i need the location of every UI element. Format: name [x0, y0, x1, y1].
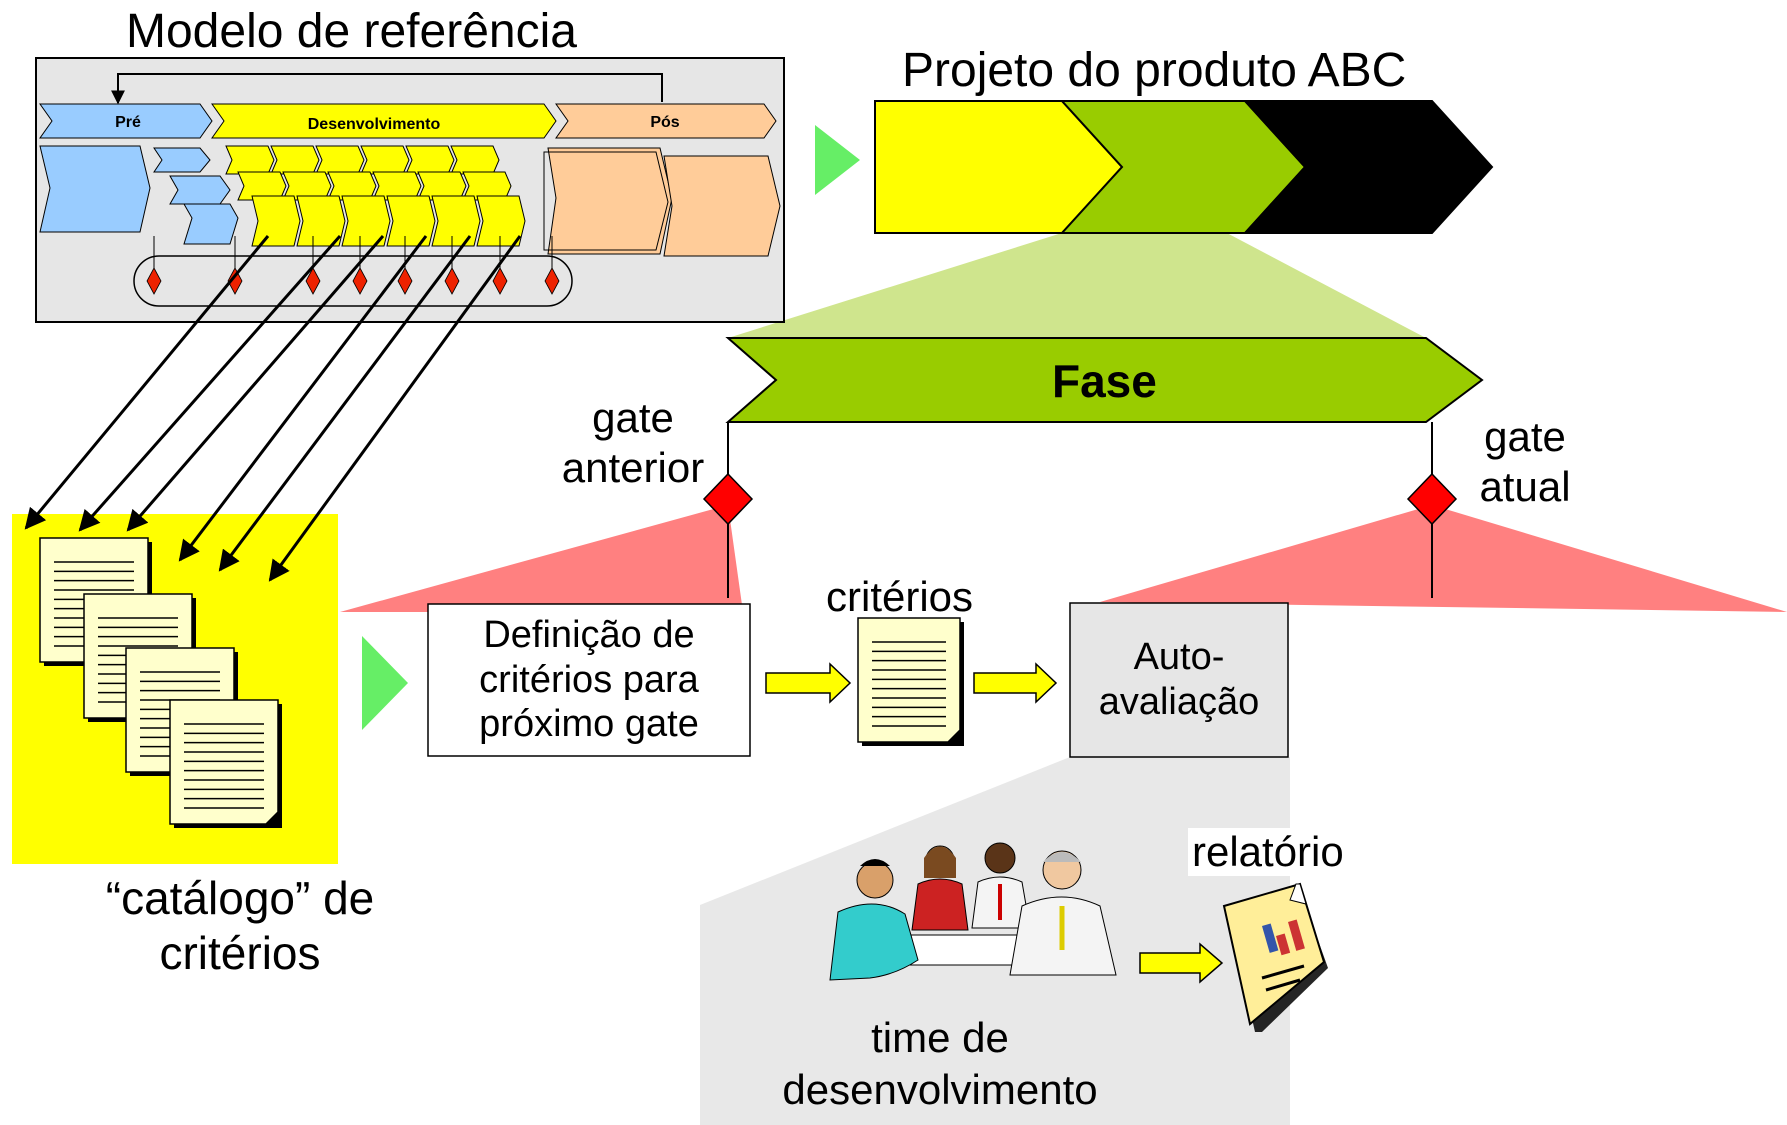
document-icon: [857, 617, 964, 746]
dev-activity-chevron: [270, 145, 320, 175]
dev-activity-chevron: [360, 145, 410, 175]
dev-activity-chevron: [476, 195, 526, 247]
pos-phase-chevron: [555, 103, 777, 139]
reference-model-panel: [35, 57, 785, 323]
mapping-arrows: [24, 235, 522, 582]
project-chevrons: [874, 100, 1494, 234]
pos-label: Pós: [650, 114, 679, 131]
definition-box: [427, 603, 751, 757]
green-arrow-middle: [362, 636, 408, 730]
reference-model-title: Modelo de referência: [126, 5, 577, 58]
gate-atual-label: gate atual: [1479, 412, 1571, 510]
self-assessment-text: Auto- avaliação: [1098, 636, 1260, 723]
reference-gates: [146, 236, 560, 295]
catalog-documents: [39, 537, 282, 828]
document-icon: [169, 699, 282, 828]
criteria-label: critérios: [826, 573, 974, 620]
gate-anterior-cone: [340, 505, 743, 612]
dev-activity-chevron: [405, 145, 455, 175]
dev-activity-chevron: [386, 195, 436, 247]
reference-gate-diamond: [397, 267, 413, 295]
mapping-arrow: [126, 235, 385, 532]
mapping-arrow: [218, 235, 472, 572]
desenvolvimento-label: Desenvolvimento: [308, 116, 441, 133]
mapping-arrow: [268, 235, 522, 582]
reference-gate-diamond: [227, 267, 243, 295]
dev-activity-chevron: [431, 195, 481, 247]
reference-gate-diamond: [305, 267, 321, 295]
dev-activity-chevron: [315, 145, 365, 175]
fase-chevron: [725, 337, 1484, 423]
dev-activity-chevron: [225, 145, 275, 175]
project-phase-black: [1242, 100, 1494, 234]
yellow-arrow-3: [1139, 942, 1224, 984]
desenvolvimento-activity-grid: [225, 145, 526, 247]
reference-gate-diamond: [352, 267, 368, 295]
yellow-arrow-1: [765, 662, 852, 704]
reference-gate-diamond: [492, 267, 508, 295]
reference-gate-diamond: [544, 267, 560, 295]
self-assessment-box: [1069, 602, 1289, 758]
team-label: time de desenvolvimento: [782, 1013, 1098, 1114]
criteria-document: [857, 617, 964, 746]
gate-anterior-label: gate anterior: [561, 393, 705, 491]
dev-activity-chevron: [341, 195, 391, 247]
mapping-arrow: [24, 235, 270, 530]
project-title: Projeto do produto ABC: [902, 44, 1407, 97]
gate-atual-cone: [1100, 505, 1787, 612]
gate-atual-diamond: [1406, 472, 1458, 526]
report-label: relatório: [1188, 828, 1348, 876]
report-document-icon: [1222, 882, 1328, 1032]
fase-label: Fase: [1052, 355, 1157, 407]
desenvolvimento-phase-chevron: [211, 103, 557, 139]
mapping-arrow: [178, 235, 428, 562]
pre-phase-chevron: [39, 103, 213, 139]
green-arrow-top: [815, 125, 860, 195]
team-people-icon: [829, 842, 1117, 981]
definition-box-text: Definição de critérios para próximo gate: [479, 613, 699, 746]
yellow-arrow-2: [973, 662, 1058, 704]
pre-label: Pré: [115, 114, 141, 131]
reference-gate-diamond: [444, 267, 460, 295]
zoom-green-triangle: [728, 232, 1426, 338]
dev-activity-chevron: [251, 195, 301, 247]
gate-anterior-diamond: [702, 472, 754, 526]
mapping-arrow: [78, 235, 342, 532]
catalog-label: “catálogo” de critérios: [105, 871, 375, 979]
reference-gate-diamond: [146, 267, 162, 295]
dev-activity-chevron: [296, 195, 346, 247]
dev-activity-chevron: [450, 145, 500, 175]
